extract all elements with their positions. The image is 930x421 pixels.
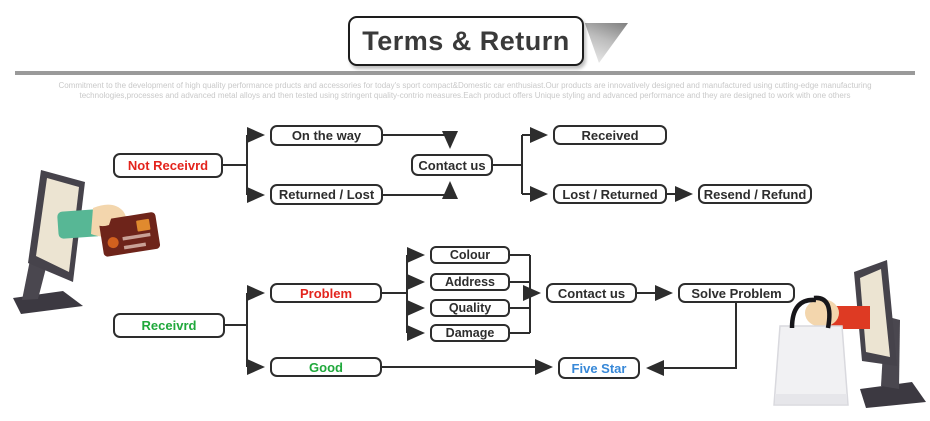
intro-line-1: Commitment to the development of high qu… [58, 81, 872, 90]
monitor-credit-card-illustration [13, 170, 161, 314]
flow-node-received-state: Receivrd [113, 313, 225, 338]
page-title: Terms & Return [362, 25, 570, 56]
flow-node-lost-returned: Lost / Returned [553, 184, 667, 204]
monitor-shopping-bag-illustration [773, 260, 926, 408]
flow-node-quality: Quality [430, 299, 510, 317]
flow-node-resend-refund: Resend / Refund [698, 184, 812, 204]
flow-node-five-star: Five Star [558, 357, 640, 379]
intro-line-2: technologies,processes and advanced meta… [79, 90, 851, 100]
flow-node-damage: Damage [430, 324, 510, 342]
flow-node-colour: Colour [430, 246, 510, 264]
flow-node-contact-us-2: Contact us [546, 283, 637, 303]
flow-node-on-the-way: On the way [270, 125, 383, 146]
flow-node-good: Good [270, 357, 382, 377]
flow-node-address: Address [430, 273, 510, 291]
flow-node-solve-problem: Solve Problem [678, 283, 795, 303]
header-divider [15, 71, 915, 75]
flow-node-received: Received [553, 125, 667, 145]
flow-node-problem: Problem [270, 283, 382, 303]
intro-paragraph: Commitment to the development of high qu… [0, 81, 930, 100]
flow-node-not-received: Not Receivrd [113, 153, 223, 178]
flow-node-contact-us-1: Contact us [411, 154, 493, 176]
title-banner: Terms & Return [348, 16, 584, 66]
flow-node-returned-lost: Returned / Lost [270, 184, 383, 205]
